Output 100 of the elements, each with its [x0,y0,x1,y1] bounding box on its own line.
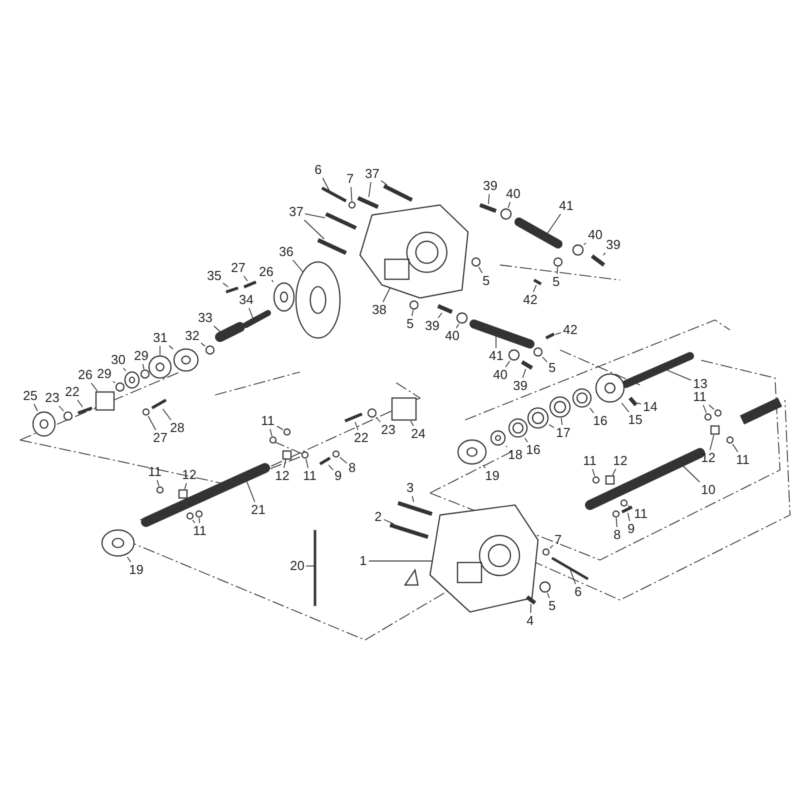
leader-line [546,592,550,598]
callout-number: 22 [353,431,370,445]
ring-drawing [115,382,125,392]
leader-line [162,408,172,420]
bolt-drawing [590,254,606,267]
leader-line [556,266,558,274]
callout-number: 17 [555,426,572,440]
ring-drawing [508,349,520,361]
leader-line [58,406,64,412]
leader-line [478,266,483,274]
leader-line [542,356,548,362]
leader-line [192,520,196,524]
callout-number: 40 [444,329,460,343]
leader-line [243,276,248,282]
leader-line [627,512,630,522]
leader-line [522,368,526,378]
callout-number: 40 [587,228,604,242]
callout-number: 15 [627,413,644,427]
leader-line [123,368,126,372]
bolt-drawing [397,501,433,516]
cross-drawing [710,425,720,435]
ring-drawing [714,409,722,417]
callout-number: 35 [206,269,222,283]
shaft-drawing [622,352,694,388]
flange-drawing [391,397,417,421]
callout-number: 11 [633,507,648,521]
bolt-drawing [520,360,534,370]
callout-number: 13 [692,377,708,391]
leader-line [438,312,442,318]
callout-number: 40 [505,187,522,201]
leader-line [340,456,348,464]
leader-line [34,404,38,412]
ring-drawing [508,418,528,438]
callout-number: 30 [110,353,126,367]
leader-line [708,404,714,410]
callout-number: 42 [522,293,538,307]
leader-line [184,482,187,490]
ring-drawing [549,396,571,418]
callout-number: 29 [96,367,112,381]
callout-number: 10 [700,483,716,497]
bolt-drawing [383,184,413,202]
housing-drawing [359,204,469,299]
leader-line [732,444,738,452]
callout-number: 22 [64,385,80,399]
ring-drawing [140,369,150,379]
callout-number: 11 [735,453,750,467]
bolt-drawing [319,456,331,466]
ring-drawing [63,411,73,421]
callout-number: 32 [184,329,200,343]
ring-drawing [205,345,215,355]
callout-number: 9 [334,469,343,483]
callout-number: 41 [488,349,504,363]
callout-number: 18 [507,448,524,462]
callout-number: 11 [147,465,162,479]
ring-drawing [572,244,584,256]
callout-number: 27 [152,431,168,445]
leader-line [589,408,594,414]
callout-number: 12 [700,451,716,465]
leader-line [354,422,359,430]
bolt-drawing [325,212,357,230]
leader-line [570,568,576,584]
callout-number: 29 [133,349,150,363]
bracket-drawing [514,218,562,248]
rod-drawing [551,556,589,580]
callout-number: 1 [358,554,368,568]
leader-line [156,480,160,486]
bolt-drawing [78,406,92,414]
ring-drawing [283,428,291,436]
callout-number: 33 [197,311,214,325]
leader-line [412,310,414,316]
callout-number: 24 [410,427,426,441]
leader-line [77,400,83,408]
bolt-drawing [344,412,363,422]
bolt-drawing [389,523,429,539]
callout-number: 5 [406,317,415,331]
bolt-drawing [243,280,257,288]
leader-line [592,468,596,476]
callout-number: 19 [128,563,144,577]
ring-drawing [572,388,592,408]
ring-drawing [367,408,377,418]
callout-number: 39 [605,238,622,252]
ring-drawing [527,407,549,429]
spring-drawing [243,310,271,328]
leader-line [506,446,508,448]
leader-line [488,194,490,204]
callout-number: 12 [612,454,628,468]
flange-drawing [95,391,115,411]
callout-number: 38 [371,303,388,317]
leader-line [456,324,460,328]
callout-number: 3 [406,481,415,495]
leader-line [328,464,334,470]
bolt-drawing [533,278,542,286]
callout-number: 6 [314,163,323,177]
leader-line [550,544,554,549]
ring-drawing [726,436,734,444]
bearing-drawing [124,371,140,389]
tube-drawing [595,373,625,403]
ring-drawing [269,436,277,444]
bolt-drawing [545,332,555,340]
leader-line [508,202,511,208]
